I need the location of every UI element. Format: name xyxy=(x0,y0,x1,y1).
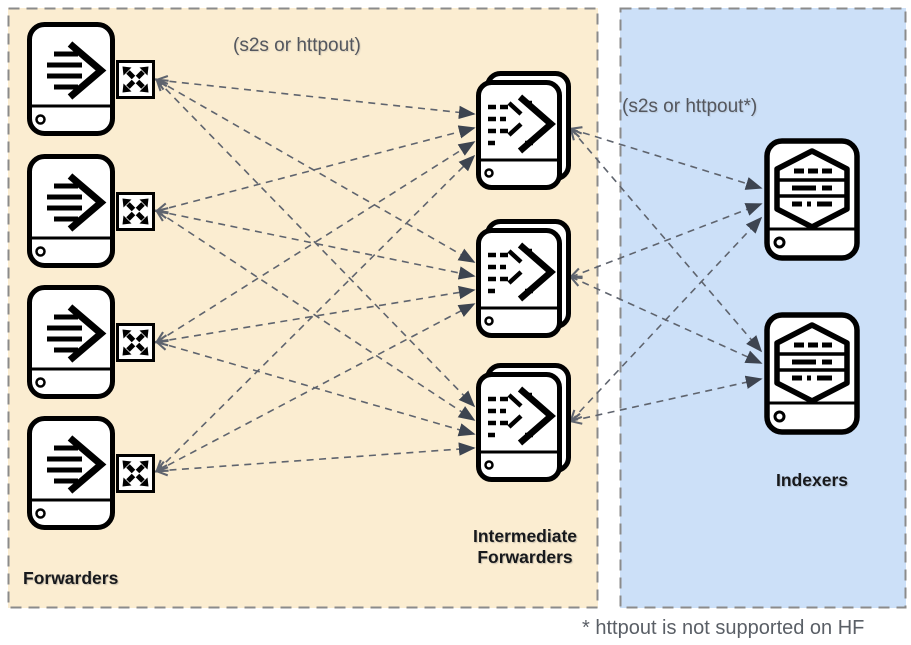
indexers-zone-label: Indexers xyxy=(776,470,848,490)
intermediate-forwarder-stack-icon xyxy=(476,363,571,482)
connection-line xyxy=(571,129,761,188)
forwarders-protocol-label: (s2s or httpout) xyxy=(233,35,361,56)
intermediate-forwarder-node-3 xyxy=(476,363,571,487)
forwarder-node-1 xyxy=(27,22,115,141)
load-balancer-icon xyxy=(116,192,155,231)
indexers-protocol-label: (s2s or httpout*) xyxy=(622,96,758,117)
forwarder-node-2 xyxy=(27,154,115,273)
intermediate-forwarder-stack-icon xyxy=(476,71,571,190)
indexer-icon xyxy=(764,138,860,261)
connection-line xyxy=(571,204,761,277)
connection-line xyxy=(157,128,474,211)
connection-line xyxy=(157,156,474,471)
load-balancer-icon xyxy=(116,323,155,362)
connection-line xyxy=(157,448,474,471)
forwarder-icon xyxy=(27,416,115,530)
indexer-icon xyxy=(764,312,860,435)
forwarder-icon xyxy=(27,22,115,136)
intermediate-forwarder-stack-icon xyxy=(476,219,571,338)
forwarder-icon xyxy=(27,285,115,399)
load-balancer-icon xyxy=(116,60,155,99)
indexer-node-2 xyxy=(764,312,860,440)
intermediate-forwarder-node-2 xyxy=(476,219,571,343)
intermediate-forwarder-node-1 xyxy=(476,71,571,195)
forwarders-zone-label: Forwarders xyxy=(23,568,119,588)
load-balancer-icon xyxy=(116,454,155,493)
forwarder-to-intermediate-connections xyxy=(157,80,474,471)
connection-line xyxy=(157,80,474,262)
connection-line xyxy=(157,304,474,471)
footnote: * httpout is not supported on HF xyxy=(582,617,865,639)
indexer-node-1 xyxy=(764,138,860,266)
connection-line xyxy=(571,379,761,421)
intermediate-forwarders-label: Intermediate Forwarders xyxy=(472,526,578,567)
forwarder-node-3 xyxy=(27,285,115,404)
forwarder-icon xyxy=(27,154,115,268)
forwarder-node-4 xyxy=(27,416,115,535)
intermediate-to-indexer-connections xyxy=(571,129,761,421)
connection-line xyxy=(571,218,761,421)
connection-line xyxy=(157,80,474,114)
connection-line xyxy=(157,80,474,406)
